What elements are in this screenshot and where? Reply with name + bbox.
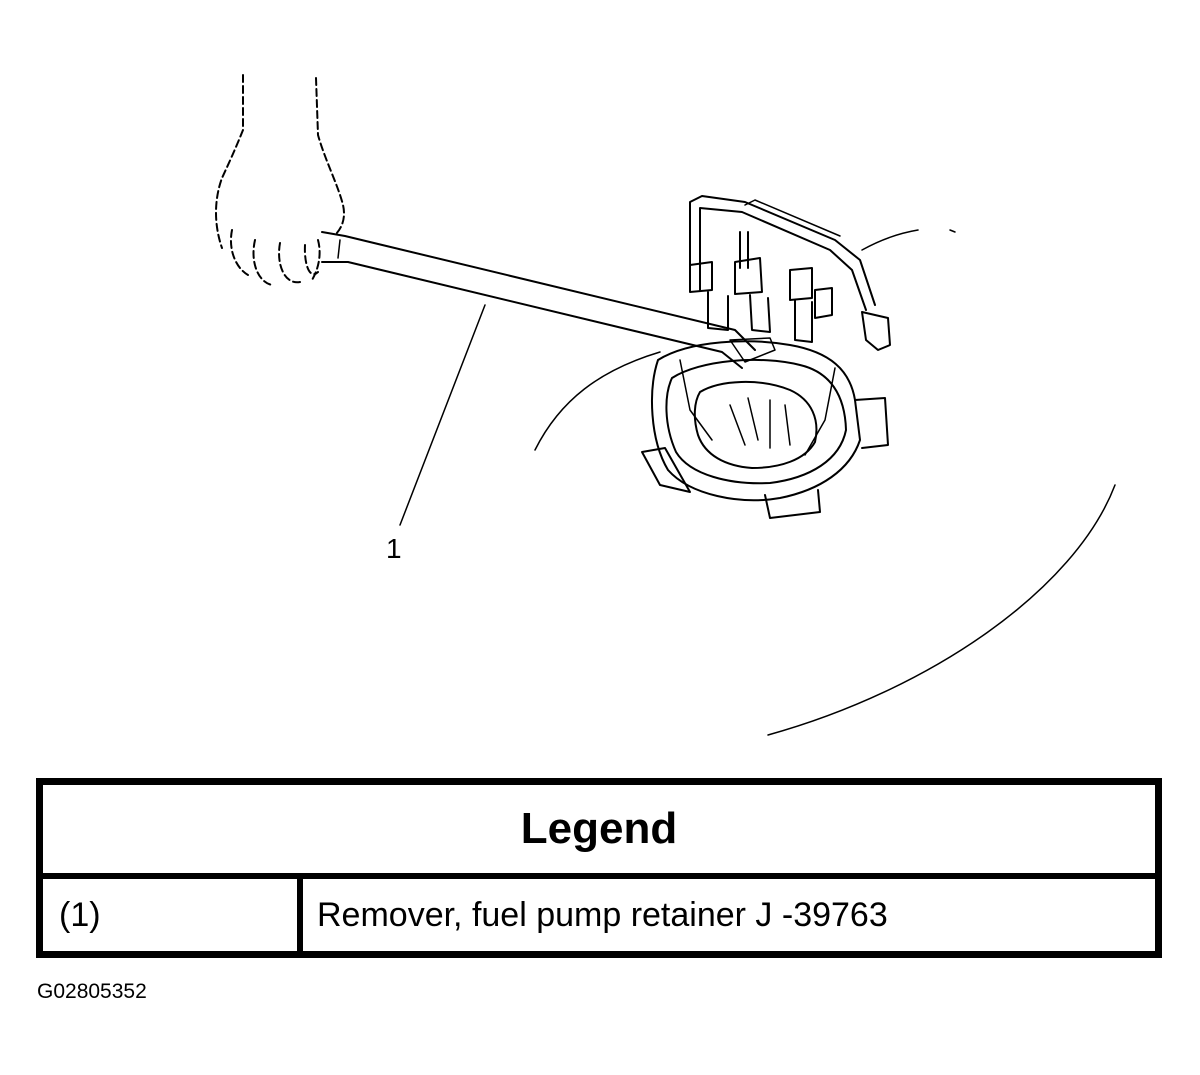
callout-1: 1 — [386, 304, 486, 564]
callout-1-label: 1 — [386, 533, 402, 564]
fuel-pump-module — [641, 340, 889, 519]
legend-description: Remover, fuel pump retainer J -39763 — [317, 895, 888, 934]
fuel-pump-removal-illustration: 1 — [215, 74, 1116, 736]
fuel-tank-outline — [534, 229, 1116, 736]
fuel-lines — [689, 195, 891, 351]
legend-row: (1) Remover, fuel pump retainer J -39763 — [39, 876, 1159, 955]
figure-id: G02805352 — [37, 980, 147, 1003]
legend-title: Legend — [39, 781, 1159, 879]
hand-outline — [215, 74, 345, 286]
legend-table: Legend (1) Remover, fuel pump retainer J… — [36, 778, 1162, 958]
legend-key: (1) — [39, 876, 303, 955]
